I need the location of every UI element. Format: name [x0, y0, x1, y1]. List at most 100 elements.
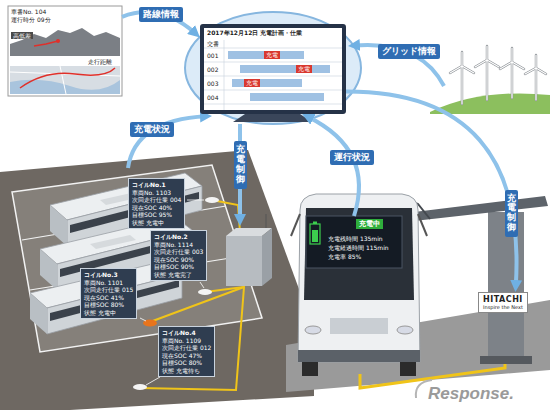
node-text: コイルNo.4 [162, 329, 211, 337]
grille [330, 318, 388, 334]
wind-turbines [450, 46, 546, 104]
node-text: 次回走行仕業 003 [154, 248, 203, 256]
node-text: 車両No. 1109 [162, 337, 211, 345]
leader-line [140, 318, 146, 321]
info-arrow [128, 116, 206, 168]
schedule-bar [232, 79, 302, 87]
turbine [475, 46, 499, 100]
map-road [10, 66, 120, 94]
turbine [525, 55, 546, 100]
node-text: 運行時分 09分 [11, 16, 51, 23]
node-text: 状態 充電待ち [162, 367, 211, 375]
schedule-bar [240, 65, 330, 73]
node-text: 車両No. 1103 [132, 189, 181, 197]
node-text: 車番No. 104 [11, 8, 46, 15]
bus-front [30, 293, 47, 334]
schedule-monitor: 2017年12月12日 充電計画・仕業交番001002003004充電充電充電 [200, 24, 346, 114]
axis-tag: 高低差 [11, 32, 33, 39]
status-tag: 充電中 [356, 219, 383, 229]
node-text: 車両No. 1101 [84, 279, 133, 287]
battery-level [312, 230, 318, 242]
node-text: 現在SOC 40% [132, 204, 181, 212]
node-text: 目標SOC 80% [162, 359, 211, 367]
windshield [304, 208, 414, 300]
node-text: 003 [207, 80, 218, 87]
bus-body [298, 194, 420, 362]
edge-label: 充電制御 [505, 190, 518, 238]
node-text: 次回走行仕業 015 [84, 286, 133, 294]
route-panel: 車番No. 104運行時分 09分走行距離高低差 [8, 6, 122, 96]
node-text: 001 [207, 52, 218, 59]
grid-line [204, 62, 342, 63]
node-text: 充電中 [359, 220, 380, 228]
node-text: HITACHI [483, 295, 523, 304]
node-text: 現在SOC 90% [154, 256, 203, 264]
node-text: 高低差 [13, 32, 31, 39]
coil-callout: コイルNo.3車両No. 1101次回走行仕業 015現在SOC 41%目標SO… [80, 268, 137, 319]
edge-label: 運行状況 [330, 150, 374, 165]
headlight [305, 326, 321, 334]
node-text: 次回走行仕業 012 [162, 344, 211, 352]
monitor-stand [233, 114, 312, 122]
maker-sign: HITACHIInspire the Next [478, 292, 528, 313]
turbine [525, 55, 546, 100]
turbine [500, 48, 524, 98]
node-text: 目標SOC 90% [154, 263, 203, 271]
schedule-grid [204, 40, 342, 110]
turbine [450, 52, 474, 104]
schedule-bar [250, 93, 324, 101]
bumper [298, 350, 420, 362]
node-text: 2017年12月12日 充電計画・仕業 [207, 29, 303, 36]
map-route [20, 68, 115, 88]
node-text: 002 [207, 66, 218, 73]
leader-line [187, 200, 204, 201]
cabinet-side [262, 228, 272, 286]
node-text: コイルNo.2 [154, 233, 203, 241]
node-text: 車両No. 1114 [154, 241, 203, 249]
grid-line [204, 104, 342, 105]
elevation-chart [10, 28, 120, 56]
grid-line [204, 76, 342, 77]
monitor-screen [204, 28, 342, 110]
mirror [418, 214, 427, 236]
bus-front [50, 205, 67, 246]
leader-line [200, 282, 204, 288]
node-text: 状態 充電完了 [154, 271, 203, 279]
depot-ground [0, 150, 314, 410]
node-text: 充電 [298, 65, 310, 73]
turbine [500, 48, 524, 98]
control-cabinet [226, 214, 272, 286]
node-text: Inspire the Next [483, 304, 523, 310]
charge-bar: 充電 [296, 65, 312, 73]
node-text: 状態 充電中 [132, 219, 181, 227]
battery-icon [310, 224, 320, 244]
mirror [291, 214, 300, 236]
node-text: 現在SOC 47% [162, 352, 211, 360]
map-water [10, 80, 120, 94]
node-text: 充電残時間 135min [328, 235, 383, 242]
coil-callout: コイルNo.4車両No. 1109次回走行仕業 012現在SOC 47%目標SO… [158, 326, 215, 377]
charge-bar: 充電 [244, 79, 260, 87]
bus-front-view [291, 194, 427, 376]
antenna [266, 214, 267, 230]
leader-line [146, 377, 160, 385]
node-text: 充電 [266, 51, 278, 59]
node-text: 次回走行仕業 004 [132, 196, 181, 204]
node-text: コイルNo.3 [84, 271, 133, 279]
connector [308, 117, 359, 216]
turbine [475, 46, 499, 100]
node-text: 004 [207, 94, 218, 101]
flow-tag: 充電状況 [130, 122, 174, 137]
battery-cap [313, 222, 317, 225]
cabinet-front [226, 236, 262, 286]
parking-area [12, 165, 262, 352]
flow-tag: グリッド情報 [378, 44, 440, 59]
headlight [397, 326, 413, 334]
watermark: Response. [428, 384, 514, 404]
flow-tag: 充電制御 [234, 141, 247, 189]
grid-line [204, 48, 342, 49]
schedule-bar [228, 51, 304, 59]
